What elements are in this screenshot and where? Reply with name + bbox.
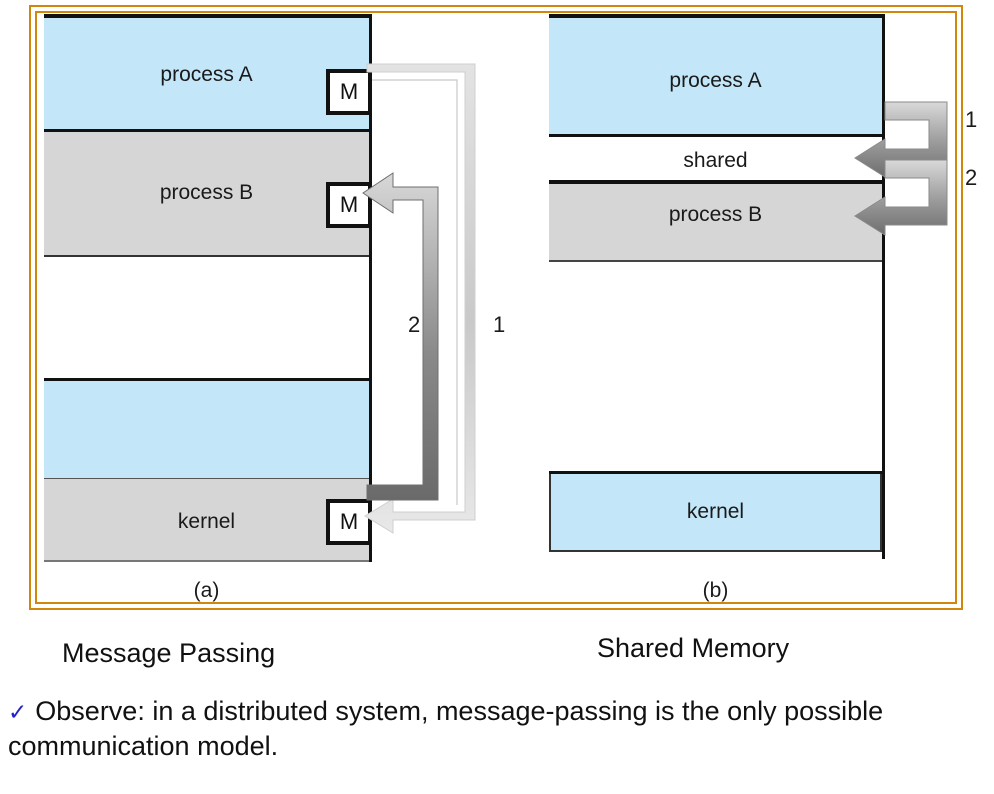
block-label: kernel <box>686 500 745 523</box>
block-process-b-right: process B <box>549 184 882 262</box>
block-process-a-right: process A <box>549 14 882 134</box>
arrow-2-number-right: 2 <box>965 165 978 190</box>
message-box-process-a: M <box>326 69 372 115</box>
block-kernel-right: kernel <box>549 474 882 552</box>
panel-shared-memory: process A shared process B kernel <box>549 14 885 562</box>
caption-b: (b) <box>702 579 729 602</box>
arrow-1-number-left: 1 <box>493 312 506 337</box>
block-label: process B <box>668 203 763 226</box>
observe-text: Observe: in a distributed system, messag… <box>8 696 884 761</box>
block-empty-left-1 <box>44 257 369 381</box>
block-label: shared <box>683 149 748 172</box>
block-kernel-left: kernel <box>44 479 369 562</box>
observe-bullet-paragraph: ✓Observe: in a distributed system, messa… <box>8 694 986 763</box>
message-box-kernel: M <box>326 499 372 545</box>
block-label: process A <box>160 63 253 86</box>
arrow-1-number-right: 1 <box>965 107 978 132</box>
arrow-2-left <box>362 172 439 501</box>
caption-a: (a) <box>193 579 220 602</box>
message-box-process-b: M <box>326 182 372 228</box>
block-empty-right <box>549 262 882 474</box>
block-process-b-left: process B <box>44 132 369 257</box>
arrow-1-left <box>364 63 476 534</box>
title-shared-memory: Shared Memory <box>597 633 790 663</box>
title-message-passing: Message Passing <box>62 638 276 668</box>
checkmark-icon: ✓ <box>8 699 28 725</box>
block-label: process B <box>159 181 254 204</box>
block-label: kernel <box>177 510 236 533</box>
block-shared-right: shared <box>549 134 882 184</box>
panel-b-right-rule <box>882 14 885 559</box>
panel-message-passing: process A process B kernel M M M <box>44 14 372 562</box>
block-empty-left-2 <box>44 381 369 479</box>
figure-frame: process A process B kernel M M M <box>29 5 977 610</box>
block-label: process A <box>669 69 762 92</box>
arrow-2-number-left: 2 <box>408 312 421 337</box>
block-process-a-left: process A <box>44 14 369 132</box>
